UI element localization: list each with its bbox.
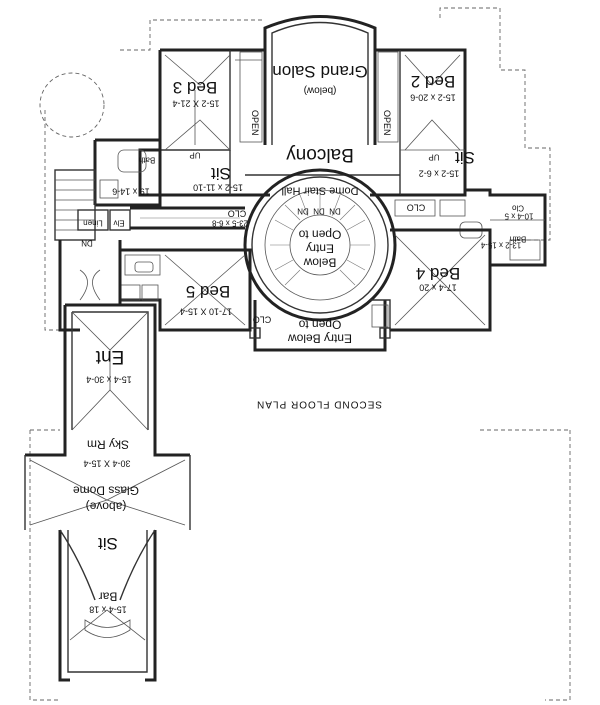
open-entry-top-line2: Entry	[306, 241, 335, 256]
dn-marker-3: DN	[329, 206, 341, 216]
plan-title: SECOND FLOOR PLAN	[256, 398, 382, 410]
grand-salon-label: Grand Salon	[272, 61, 368, 81]
clo-bed5-label: CLO	[252, 314, 272, 325]
bed3-dim: 15-2 X 21-4	[172, 98, 220, 109]
linen-label: Linen	[83, 218, 103, 228]
dn-marker-left: DN	[81, 238, 93, 248]
bar-walls	[58, 529, 157, 682]
open-right-marker: OPEN	[382, 110, 392, 136]
dn-marker-1: DN	[297, 206, 309, 216]
left-corridor-walls	[58, 240, 122, 332]
sky-rm-dim: 30-4 X 15-4	[83, 458, 131, 469]
clo-right-dim: 10-4 x 5	[504, 211, 534, 221]
ent-walls	[63, 303, 157, 435]
glass-dome-note: (above)	[85, 499, 127, 514]
open-left-marker: OPEN	[250, 110, 260, 136]
up-marker-2: UP	[428, 152, 440, 162]
bed4-dim: 17-4 x 20	[419, 282, 457, 293]
ent-dim: 15-4 x 30-4	[86, 374, 132, 385]
sit-left-dim: 15-2 x 11-10	[193, 182, 243, 193]
clo-hall-label: CLO	[227, 208, 247, 219]
sit-lower-label: Sit	[98, 533, 118, 553]
sit-right-dim: 15-2 x 6-2	[418, 168, 460, 179]
entry-open-walls	[249, 300, 391, 352]
up-marker-1: UP	[189, 150, 201, 160]
bed2-dim: 15-2 x 20-6	[410, 92, 456, 103]
elv-label: Elv	[113, 218, 125, 228]
dome-stair-hall-label: Dome Stair Hall	[281, 184, 359, 197]
grand-salon-note: (below)	[303, 84, 337, 96]
open-entry-bottom-line2: Entry Below	[287, 331, 353, 346]
bar-dim: 15-4 x 18	[89, 604, 127, 615]
bed4-walls	[370, 228, 492, 332]
ent-label: Ent	[95, 345, 125, 367]
glass-dome-label: Glass Dome	[72, 483, 140, 498]
dn-marker-2: DN	[313, 206, 325, 216]
bath-left-label: Bath	[138, 155, 156, 165]
sky-room-walls	[24, 435, 191, 530]
sit-right-label: Sit	[455, 147, 475, 167]
bar-label: Bar	[98, 589, 118, 604]
bed3-label: Bed 3	[172, 77, 218, 97]
open-entry-top-line1: Open to	[298, 227, 342, 242]
bed5-dim: 17-10 X 15-4	[179, 306, 233, 317]
bath-left-dim: 19 x 14-6	[112, 186, 150, 197]
clo-hall-dim: 23-5 x 6-8	[211, 218, 249, 228]
sit-left-label: Sit	[211, 163, 231, 183]
bath-right-dim: 13-2 x 15-4	[480, 240, 522, 250]
left-bath-walls	[54, 138, 162, 241]
grand-salon-walls	[263, 15, 377, 145]
open-entry-bottom-line1: Open to	[298, 317, 342, 332]
bed2-label: Bed 2	[410, 71, 456, 91]
roof-outline	[29, 7, 571, 701]
bed5-walls	[119, 248, 252, 332]
bed5-label: Bed 5	[185, 281, 231, 301]
open-entry-top-line3: Below	[303, 255, 337, 270]
balcony-label: Balcony	[286, 143, 354, 165]
right-wing-walls	[375, 48, 467, 197]
clo-bed4-label: CLO	[406, 202, 426, 213]
bed4-label: Bed 4	[415, 263, 461, 283]
dome-stair-hall	[243, 168, 397, 322]
hall-band-walls	[130, 206, 245, 230]
sky-rm-label: Sky Rm	[87, 437, 129, 452]
